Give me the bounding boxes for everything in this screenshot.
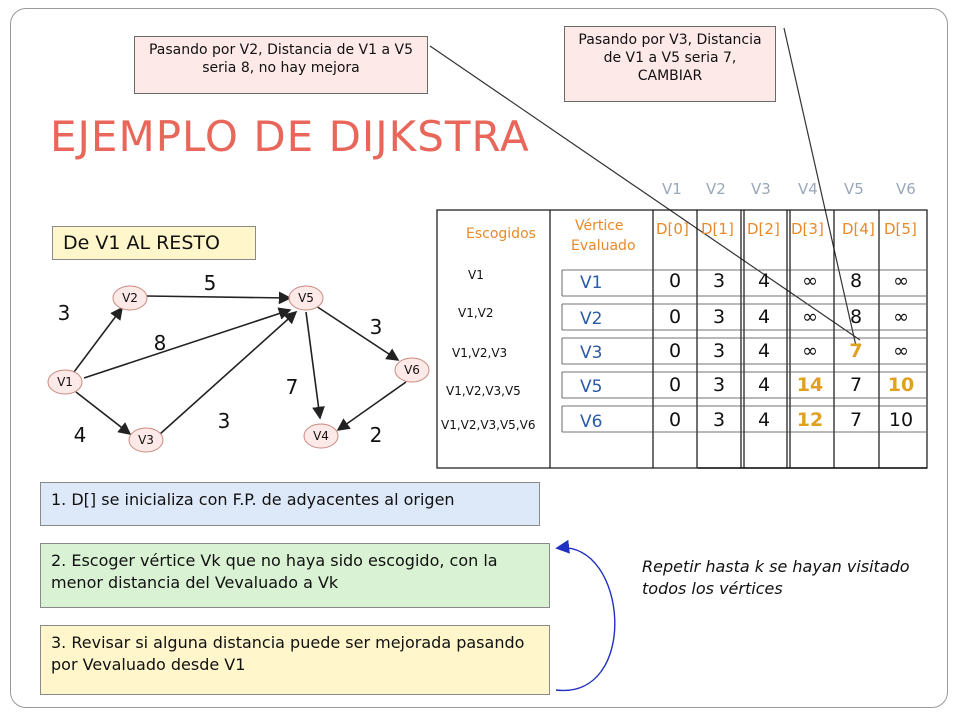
edge-v5-v6 — [315, 305, 400, 361]
cell-row0-d3: ∞ — [802, 270, 818, 292]
cell-row0-d1: 3 — [712, 270, 726, 292]
edge-v1-v5 — [83, 307, 292, 379]
step-3-box: 3. Revisar si alguna distancia puede ser… — [40, 625, 550, 695]
cell-row4-d5: 10 — [888, 409, 914, 431]
edge-v2-v5 — [145, 291, 292, 305]
weight-v1-v3: 4 — [74, 423, 87, 447]
callout-left: Pasando por V2, Distancia de V1 a V5 ser… — [134, 36, 428, 94]
cell-row2-d3: ∞ — [802, 340, 818, 362]
cell-row3-d3: 14 — [796, 374, 824, 396]
node-label-v6: V6 — [404, 363, 420, 377]
evaluado-row-0: V1 — [580, 273, 603, 293]
repeat-note: Repetir hasta k se hayan visitado todos … — [642, 557, 910, 598]
cell-row1-d1: 3 — [712, 306, 726, 328]
slide-frame — [10, 8, 948, 708]
node-v2 — [112, 285, 148, 311]
node-v6 — [394, 357, 430, 383]
d-header-3: D[3] — [791, 220, 824, 238]
cell-row4-d3: 12 — [796, 409, 824, 431]
page-title: EJEMPLO DE DIJKSTRA — [50, 112, 530, 161]
top-header-v5: V5 — [844, 180, 864, 198]
edge-v5-v4 — [305, 311, 325, 420]
node-label-v2: V2 — [122, 291, 138, 305]
d-header-2: D[2] — [747, 220, 780, 238]
node-v4 — [303, 423, 339, 449]
cell-row3-d4: 7 — [849, 374, 863, 396]
node-v1 — [47, 369, 83, 395]
loop-arrow — [555, 539, 616, 691]
weight-v5-v4: 7 — [286, 375, 299, 399]
cell-row0-d0: 0 — [668, 270, 682, 292]
cell-row0-d2: 4 — [757, 270, 771, 292]
cell-row3-d2: 4 — [757, 374, 771, 396]
cell-row4-d0: 0 — [668, 409, 682, 431]
weight-v6-v4: 2 — [370, 423, 383, 447]
escogidos-row-1: V1,V2 — [458, 306, 494, 320]
node-v5 — [288, 285, 324, 311]
escogidos-row-2: V1,V2,V3 — [452, 346, 508, 360]
d-header-1: D[1] — [701, 220, 734, 238]
edge-v1-v2 — [73, 306, 123, 373]
node-v3 — [128, 427, 164, 453]
edge-v3-v5 — [159, 310, 298, 435]
evaluado-row-2: V3 — [580, 343, 603, 363]
weight-v1-v5: 8 — [154, 331, 167, 355]
d-header-0: D[0] — [656, 220, 689, 238]
cell-row2-d2: 4 — [757, 340, 771, 362]
cell-row1-d2: 4 — [757, 306, 771, 328]
top-header-v4: V4 — [798, 180, 818, 198]
escogidos-row-4: V1,V2,V3,V5,V6 — [441, 418, 536, 432]
table-outline — [436, 209, 928, 469]
escogidos-row-3: V1,V2,V3,V5 — [446, 384, 521, 398]
weight-v2-v5: 5 — [204, 271, 217, 295]
top-header-v1: V1 — [662, 180, 682, 198]
evaluado-header-line1: Vértice — [575, 218, 624, 234]
cell-row4-d1: 3 — [712, 409, 726, 431]
node-label-v3: V3 — [138, 433, 154, 447]
evaluado-row-3: V5 — [580, 377, 603, 397]
cell-row4-d4: 7 — [849, 409, 863, 431]
cell-row4-d2: 4 — [757, 409, 771, 431]
cell-row2-d5: ∞ — [893, 340, 909, 362]
cell-row1-d4: 8 — [849, 306, 863, 328]
cell-row2-d4: 7 — [849, 340, 863, 362]
top-header-v2: V2 — [706, 180, 726, 198]
edge-v6-v4 — [336, 381, 407, 431]
node-label-v1: V1 — [57, 375, 73, 389]
step-1-box: 1. D[] se inicializa con F.P. de adyacen… — [40, 482, 540, 526]
d-header-4: D[4] — [842, 220, 875, 238]
weight-v5-v6: 3 — [370, 315, 383, 339]
node-label-v5: V5 — [298, 291, 314, 305]
edge-v1-v3 — [75, 391, 132, 435]
cell-row1-d3: ∞ — [802, 306, 818, 328]
d-header-5: D[5] — [884, 220, 917, 238]
callout-right: Pasando por V3, Distancia de V1 a V5 ser… — [564, 26, 776, 102]
escogidos-row-0: V1 — [468, 268, 484, 282]
cell-row1-d0: 0 — [668, 306, 682, 328]
cell-row2-d0: 0 — [668, 340, 682, 362]
cell-row3-d5: 10 — [887, 374, 915, 396]
weight-v3-v5: 3 — [218, 409, 231, 433]
escogidos-header: Escogidos — [466, 226, 536, 242]
cell-row2-d1: 3 — [712, 340, 726, 362]
cell-row3-d1: 3 — [712, 374, 726, 396]
weight-v1-v2: 3 — [58, 301, 71, 325]
cell-row3-d0: 0 — [668, 374, 682, 396]
cell-row0-d4: 8 — [849, 270, 863, 292]
node-label-v4: V4 — [313, 429, 329, 443]
subtitle-box: De V1 AL RESTO — [52, 226, 256, 260]
evaluado-row-1: V2 — [580, 309, 603, 329]
evaluado-header-line2: Evaluado — [571, 238, 636, 254]
cell-row0-d5: ∞ — [893, 270, 909, 292]
evaluado-row-4: V6 — [580, 412, 603, 432]
callout-left-pointer — [429, 45, 861, 341]
top-header-v6: V6 — [896, 180, 916, 198]
callout-right-pointer — [783, 27, 857, 347]
step-2-box: 2. Escoger vértice Vk que no haya sido e… — [40, 543, 550, 608]
top-header-v3: V3 — [751, 180, 771, 198]
cell-row1-d5: ∞ — [893, 306, 909, 328]
